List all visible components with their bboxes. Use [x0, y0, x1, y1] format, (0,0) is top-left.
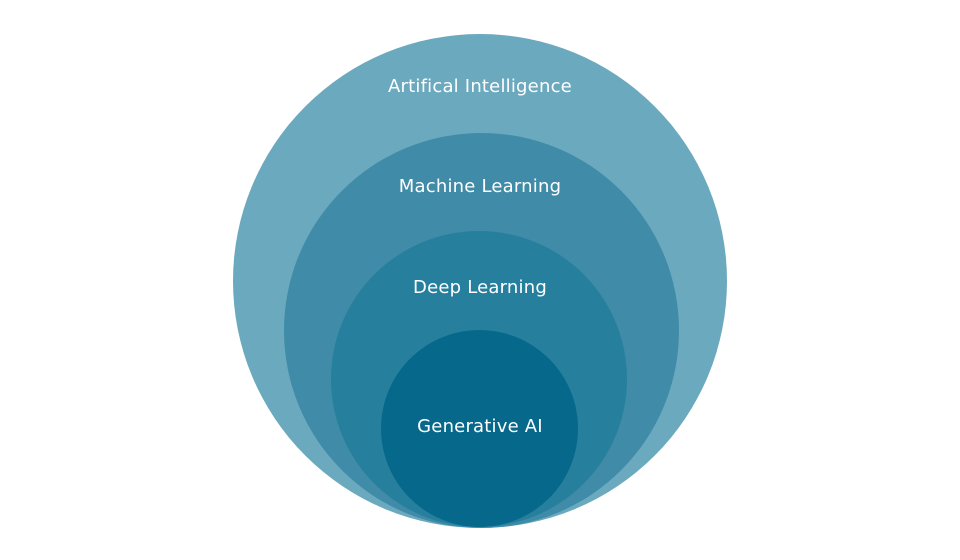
generative-ai-label: Generative AI — [417, 416, 543, 437]
deep-learning-label: Deep Learning — [413, 277, 547, 298]
artificial-intelligence-label: Artifical Intelligence — [388, 76, 572, 97]
machine-learning-label: Machine Learning — [398, 176, 562, 197]
generative-ai-circle — [381, 330, 578, 527]
